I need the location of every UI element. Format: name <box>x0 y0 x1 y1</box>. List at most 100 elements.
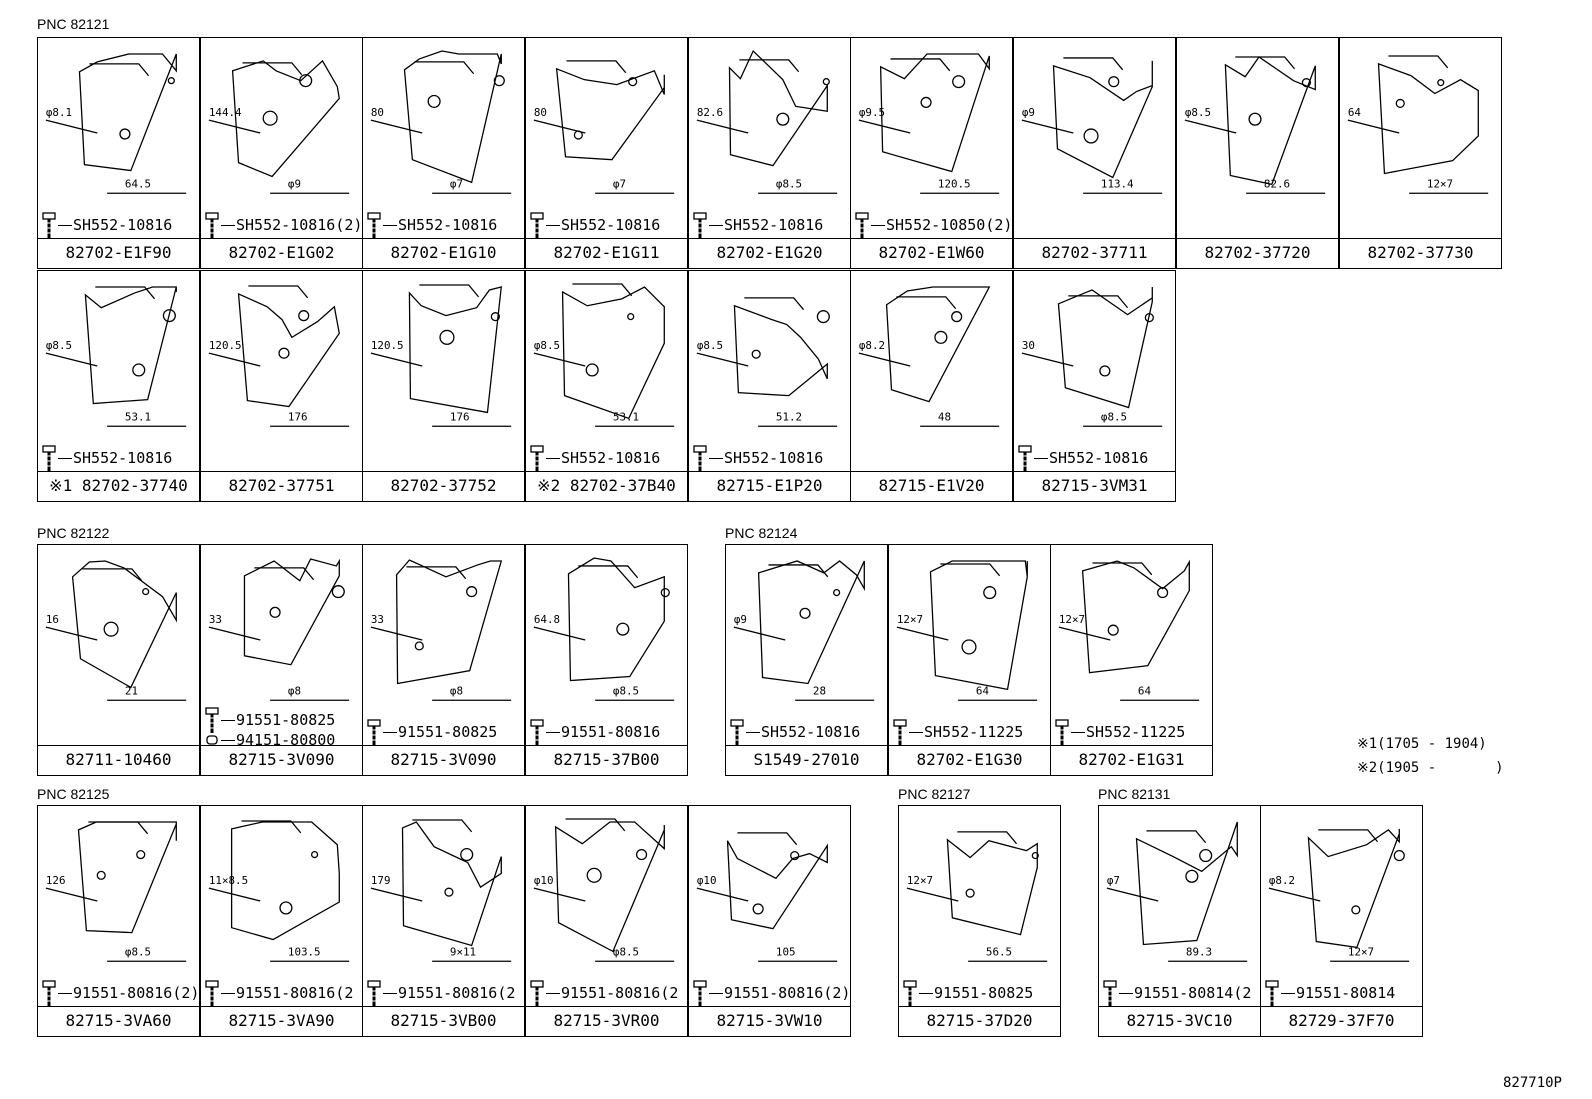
bolt-part-number: 91551-80825 <box>398 723 498 741</box>
part-number[interactable]: 82715-E1V20 <box>851 471 1012 501</box>
bolt-icon <box>693 980 707 1006</box>
bolt-callout: SH552-10816 <box>693 210 823 240</box>
part-drawing: 144.4φ9 <box>208 59 350 194</box>
dimension-label: φ9 <box>1022 106 1035 119</box>
part-drawing: 12×764 <box>896 560 1038 701</box>
bolt-callout: SH552-10816 <box>693 443 823 473</box>
bolt-icon <box>693 445 707 471</box>
leader-line <box>58 457 72 459</box>
part-number[interactable]: 82715-3VR00 <box>526 1006 687 1036</box>
part-number[interactable]: 82702-E1F90 <box>38 238 199 268</box>
dimension-line <box>45 119 98 134</box>
dimension-line <box>45 352 98 367</box>
dimension-line <box>370 626 423 641</box>
bolt-callout: SH552-10816 <box>530 443 660 473</box>
dimension-label: 80 <box>534 106 547 119</box>
part-number[interactable]: 82715-3VM31 <box>1014 471 1175 501</box>
part-number[interactable]: 82715-E1P20 <box>689 471 850 501</box>
dimension-label: 33 <box>209 613 222 626</box>
part-number[interactable]: 82729-37F70 <box>1261 1006 1422 1036</box>
dimension-label: 12×7 <box>1059 613 1085 626</box>
part-number[interactable]: 82702-37752 <box>363 471 524 501</box>
dimension-label: 30 <box>1022 339 1035 352</box>
part-number[interactable]: 82715-3VA60 <box>38 1006 199 1036</box>
dimension-line <box>208 887 261 902</box>
part-number[interactable]: 82702-37720 <box>1177 238 1338 268</box>
bolt-part-number: 91551-80816(2 <box>236 984 354 1002</box>
dimension-line <box>858 119 911 134</box>
bolt-part-number: SH552-11225 <box>924 723 1024 741</box>
part-number[interactable]: 82702-E1G10 <box>363 238 524 268</box>
part-number[interactable]: 82715-37D20 <box>899 1006 1060 1036</box>
leader-line <box>221 739 235 741</box>
part-number[interactable]: 82702-E1G02 <box>201 238 362 268</box>
bolt-icon <box>205 212 219 238</box>
dimension-label: 64.5 <box>125 177 151 190</box>
part-number[interactable]: 82711-10460 <box>38 745 199 775</box>
leader-line <box>909 731 923 733</box>
bolt-callout: SH552-10816 <box>530 210 660 240</box>
part-number[interactable]: ※2 82702-37B40 <box>526 471 687 501</box>
part-number[interactable]: 82715-3VW10 <box>689 1006 850 1036</box>
dimension-label: 144.4 <box>209 106 242 119</box>
bolt-icon <box>903 980 917 1006</box>
dimension-label: φ8.1 <box>46 106 72 119</box>
part-number[interactable]: 82715-3VC10 <box>1099 1006 1260 1036</box>
bolt-callout: SH552-10816 <box>42 443 172 473</box>
dimension-line <box>1021 352 1074 367</box>
part-number[interactable]: 82715-3V090 <box>201 745 362 775</box>
part-number[interactable]: S1549-27010 <box>726 745 887 775</box>
bolt-icon <box>1265 980 1279 1006</box>
part-number[interactable]: 82702-E1W60 <box>851 238 1012 268</box>
dimension-label: 53.1 <box>613 410 639 423</box>
dimension-label: 176 <box>450 410 470 423</box>
dimension-label: φ8.5 <box>613 684 639 697</box>
part-drawing: 64.8φ8.5 <box>533 557 675 701</box>
dimension-line <box>370 352 423 367</box>
part-number[interactable]: ※1 82702-37740 <box>38 471 199 501</box>
dimension-label: 120.5 <box>371 339 404 352</box>
dimension-label: 80 <box>371 106 384 119</box>
leader-line <box>709 992 723 994</box>
part-number[interactable]: 82702-E1G31 <box>1051 745 1212 775</box>
dimension-label: φ10 <box>534 874 554 887</box>
part-number[interactable]: 82702-E1G11 <box>526 238 687 268</box>
part-number[interactable]: 82715-3VA90 <box>201 1006 362 1036</box>
part-number[interactable]: 82715-3V090 <box>363 745 524 775</box>
bolt-callout: SH552-10816 <box>1018 443 1148 473</box>
note-2: ※2(1905 - ) <box>1357 760 1504 776</box>
dimension-line <box>45 626 98 641</box>
dimension-line <box>906 887 959 902</box>
bolt-part-number: SH552-10816 <box>724 449 824 467</box>
leader-line <box>546 224 560 226</box>
bolt-part-number: 91551-80816(2) <box>724 984 851 1002</box>
part-number[interactable]: 82702-37730 <box>1340 238 1501 268</box>
part-number[interactable]: 82715-37B00 <box>526 745 687 775</box>
part-number[interactable]: 82702-37711 <box>1014 238 1175 268</box>
bolt-callout: 91551-80816(2 <box>367 978 515 1008</box>
part-cell: 120.5 176 82702-37752 <box>362 270 525 502</box>
bolt-part-number: SH552-10816 <box>73 449 173 467</box>
dimension-label: 64 <box>1348 106 1362 119</box>
bolt-icon <box>530 980 544 1006</box>
part-number[interactable]: 82702-E1G30 <box>889 745 1050 775</box>
part-number[interactable]: 82715-3VB00 <box>363 1006 524 1036</box>
bolt-part-number: SH552-10816 <box>1049 449 1149 467</box>
bolt-part-number: SH552-10816(2) <box>236 216 363 234</box>
bolt-part-number: SH552-10816 <box>561 449 661 467</box>
leader-line <box>221 719 235 721</box>
part-number[interactable]: 82702-E1G20 <box>689 238 850 268</box>
bolt-icon <box>530 212 544 238</box>
part-drawing: 120.5 176 <box>370 284 512 427</box>
part-number[interactable]: 82702-37751 <box>201 471 362 501</box>
